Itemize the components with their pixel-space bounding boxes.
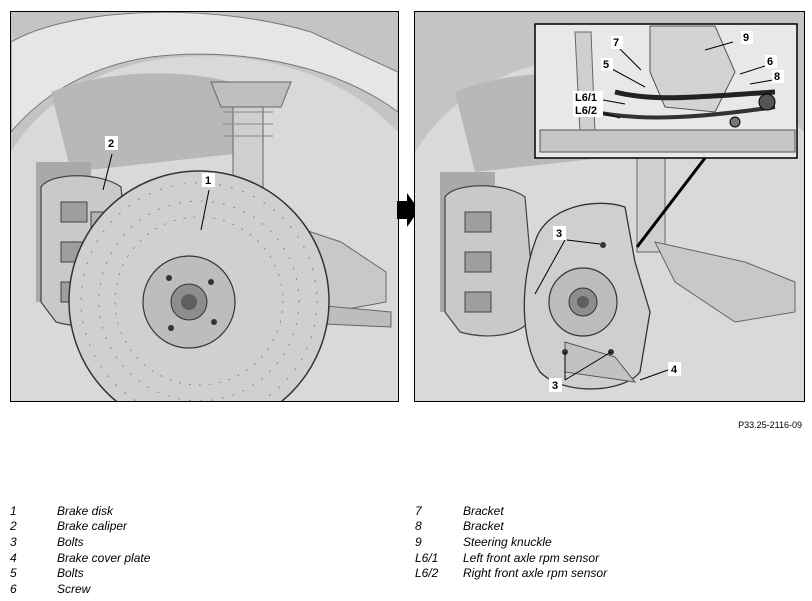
legend-item: 3 Bolts — [10, 534, 150, 550]
callout-l6-1: L6/1 — [575, 92, 597, 104]
legend-number: 8 — [415, 519, 422, 534]
legend-number: 6 — [10, 581, 17, 596]
legend-text: Bolts — [57, 534, 84, 549]
callout-7: 7 — [613, 37, 619, 49]
legend-text: Right front axle rpm sensor — [463, 566, 608, 581]
legend-text: Brake caliper — [57, 519, 128, 534]
legend-number: 1 — [10, 503, 17, 518]
legend-number: L6/2 — [415, 566, 439, 581]
legend-item: 5 Bolts — [10, 565, 150, 581]
callout-1: 1 — [205, 175, 211, 187]
callout-3-top: 3 — [556, 228, 562, 240]
legend-text: Bracket — [463, 503, 504, 518]
figure-reference-code: P33.25-2116-09 — [738, 420, 802, 430]
legend-number: 2 — [10, 519, 17, 534]
legend-text: Screw — [57, 581, 91, 596]
legend-item: 4 Brake cover plate — [10, 550, 150, 566]
legend-number: 7 — [415, 503, 422, 518]
figure-panel-right: 7 9 5 6 8 L6/1 L6/2 3 3 4 — [414, 11, 805, 402]
legend-item: 8 Bracket — [415, 519, 607, 535]
legend-item: 7 Bracket — [415, 503, 607, 519]
legend-text: Bracket — [463, 519, 504, 534]
legend-number: L6/1 — [415, 550, 439, 565]
callout-8: 8 — [774, 71, 780, 83]
callout-l6-2: L6/2 — [575, 105, 597, 117]
callout-3-bottom: 3 — [552, 380, 558, 392]
legend-item: 9 Steering knuckle — [415, 534, 607, 550]
legend-number: 4 — [10, 550, 17, 565]
callout-2: 2 — [108, 138, 114, 150]
callout-9: 9 — [743, 32, 749, 44]
legend-text: Brake disk — [57, 503, 114, 518]
legend-text: Steering knuckle — [463, 534, 552, 549]
legend-item: 6 Screw — [10, 581, 150, 597]
callout-4: 4 — [671, 364, 678, 376]
legend-item: L6/1 Left front axle rpm sensor — [415, 550, 607, 566]
figure-panel-left: 1 2 — [10, 11, 399, 402]
brake-assembly-illustration: 1 2 — [11, 12, 398, 401]
legend-number: 9 — [415, 534, 422, 549]
callout-5: 5 — [603, 59, 609, 71]
legend-number: 3 — [10, 534, 17, 549]
legend-item: 1 Brake disk — [10, 503, 150, 519]
legend-item: L6/2 Right front axle rpm sensor — [415, 565, 607, 581]
legend-number: 5 — [10, 566, 17, 581]
legend-text: Brake cover plate — [57, 550, 151, 565]
legend-text: Left front axle rpm sensor — [463, 550, 600, 565]
legend-text: Bolts — [57, 566, 84, 581]
legend-item: 2 Brake caliper — [10, 519, 150, 535]
arrow-right-icon — [397, 193, 419, 227]
callout-6: 6 — [767, 56, 773, 68]
cover-plate-illustration: 7 9 5 6 8 L6/1 L6/2 3 3 4 — [415, 12, 804, 401]
